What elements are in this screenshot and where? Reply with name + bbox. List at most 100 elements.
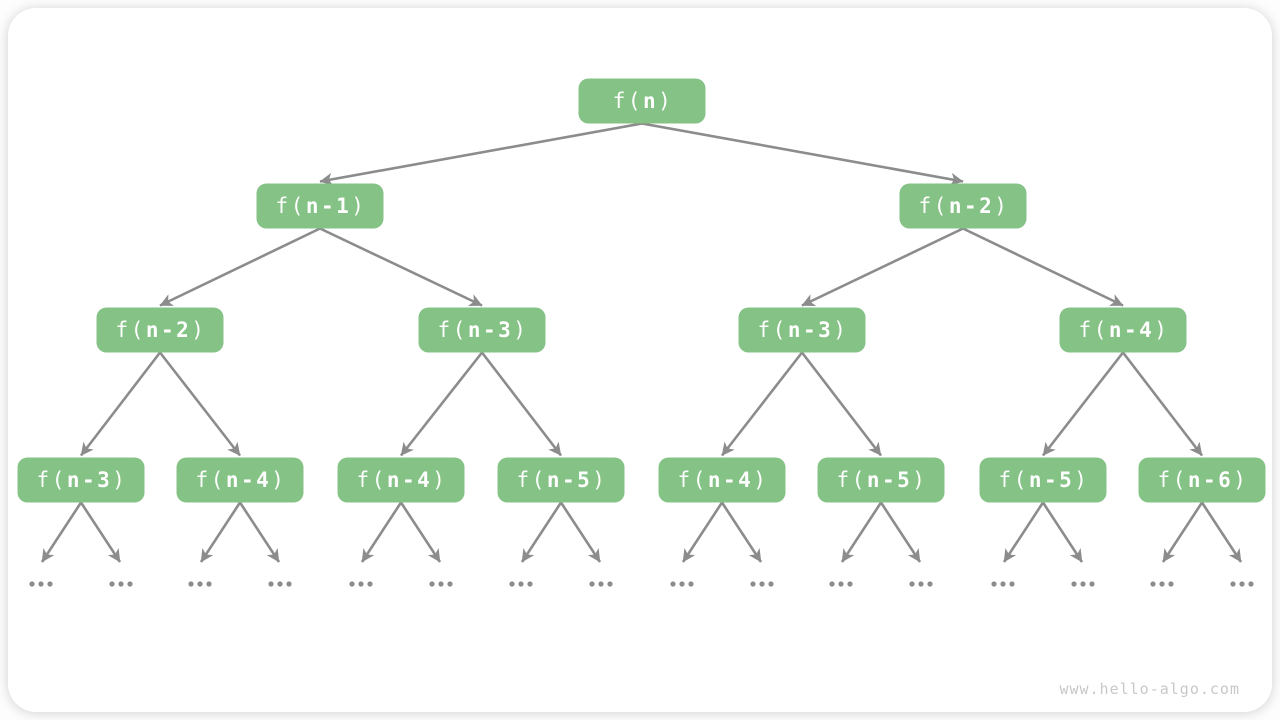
tree-node-f-n: f(n) <box>578 78 706 124</box>
node-box <box>1059 307 1187 353</box>
ellipsis-dot <box>38 581 44 587</box>
edge-arrow <box>1121 351 1204 457</box>
edge-arrow <box>962 227 1124 307</box>
edge-arrow <box>1041 501 1084 563</box>
ellipsis-dot <box>670 581 676 587</box>
node-box <box>1138 457 1266 503</box>
watermark: www.hello-algo.com <box>1059 680 1240 698</box>
edge-arrow <box>199 501 242 563</box>
ellipsis <box>429 581 453 587</box>
ellipsis-dot <box>527 581 533 587</box>
node-box <box>578 78 706 124</box>
ellipsis-dot <box>47 581 53 587</box>
ellipsis <box>829 581 853 587</box>
ellipsis <box>509 581 533 587</box>
ellipsis <box>188 581 212 587</box>
ellipsis <box>109 581 133 587</box>
ellipsis <box>750 581 774 587</box>
node-layer: f(n) f(n-1) f(n-2) f(n-2) f(n-3) f(n-3) f(n-4)… <box>17 78 1266 503</box>
ellipsis-dot <box>447 581 453 587</box>
ellipsis-dot <box>1000 581 1006 587</box>
tree-node-f-n-4: f(n-4) <box>337 457 465 503</box>
tree-node-f-n-3: f(n-3) <box>418 307 546 353</box>
ellipsis <box>268 581 292 587</box>
tree-node-f-n-4: f(n-4) <box>176 457 304 503</box>
tree-node-f-n-2: f(n-2) <box>96 307 224 353</box>
edge-arrow <box>559 501 602 563</box>
edge-arrow <box>641 122 964 186</box>
ellipsis-dot <box>188 581 194 587</box>
ellipsis-dot <box>197 581 203 587</box>
ellipsis-dot <box>991 581 997 587</box>
ellipsis <box>29 581 53 587</box>
tree-node-f-n-2: f(n-2) <box>899 183 1027 229</box>
edge-arrow <box>1161 501 1204 563</box>
node-box <box>256 183 384 229</box>
ellipsis-dot <box>1248 581 1254 587</box>
node-box <box>96 307 224 353</box>
node-label: f(n-5) <box>517 468 608 492</box>
ellipsis-dot <box>518 581 524 587</box>
ellipsis-dot <box>509 581 515 587</box>
node-box <box>176 457 304 503</box>
ellipsis-dot <box>1150 581 1156 587</box>
ellipsis <box>1230 581 1254 587</box>
ellipsis-dot <box>1239 581 1245 587</box>
ellipsis-dot <box>1159 581 1165 587</box>
node-label: f(n-3) <box>37 468 128 492</box>
edge-arrow <box>159 227 321 307</box>
tree-node-f-n-4: f(n-4) <box>1059 307 1187 353</box>
tree-node-f-n-3: f(n-3) <box>17 457 145 503</box>
edge-arrow <box>399 351 484 457</box>
edge-arrow <box>360 501 403 563</box>
edge-arrow <box>40 501 83 563</box>
edge-arrow <box>800 351 883 457</box>
ellipsis-dot <box>127 581 133 587</box>
node-label: f(n-3) <box>758 318 849 342</box>
edge-arrow <box>1200 501 1243 563</box>
ellipsis <box>589 581 613 587</box>
node-box <box>17 457 145 503</box>
ellipsis-dot <box>838 581 844 587</box>
node-label: f(n-6) <box>1158 468 1249 492</box>
ellipsis <box>1071 581 1095 587</box>
ellipsis-dot <box>829 581 835 587</box>
tree-node-f-n-5: f(n-5) <box>979 457 1107 503</box>
figure-card <box>8 8 1272 712</box>
node-label: f(n-3) <box>438 318 529 342</box>
ellipsis-dot <box>349 581 355 587</box>
node-label: f(n-5) <box>837 468 928 492</box>
ellipsis <box>1150 581 1174 587</box>
edge-arrow <box>79 351 162 457</box>
ellipsis-dot <box>909 581 915 587</box>
ellipsis <box>991 581 1015 587</box>
ellipsis-dot <box>206 581 212 587</box>
tree-node-f-n-4: f(n-4) <box>658 457 786 503</box>
ellipsis-dot <box>768 581 774 587</box>
tree-node-f-n-5: f(n-5) <box>817 457 945 503</box>
ellipsis-dot <box>118 581 124 587</box>
edge-arrow <box>480 351 563 457</box>
edge-arrow <box>319 227 483 307</box>
node-label: f(n-2) <box>919 194 1010 218</box>
ellipsis-dot <box>429 581 435 587</box>
ellipsis-dot <box>750 581 756 587</box>
ellipsis-dot <box>759 581 765 587</box>
ellipsis-dot <box>589 581 595 587</box>
edge-layer <box>40 122 1243 563</box>
edge-arrow <box>399 501 442 563</box>
node-label: f(n-1) <box>276 194 367 218</box>
tree-node-f-n-6: f(n-6) <box>1138 457 1266 503</box>
ellipsis-dot <box>1089 581 1095 587</box>
edge-arrow <box>840 501 883 563</box>
ellipsis-dot <box>679 581 685 587</box>
ellipsis-dot <box>688 581 694 587</box>
edge-arrow <box>1002 501 1045 563</box>
node-box <box>738 307 866 353</box>
ellipsis-dot <box>927 581 933 587</box>
node-box <box>979 457 1107 503</box>
node-box <box>497 457 625 503</box>
ellipsis-dot <box>286 581 292 587</box>
